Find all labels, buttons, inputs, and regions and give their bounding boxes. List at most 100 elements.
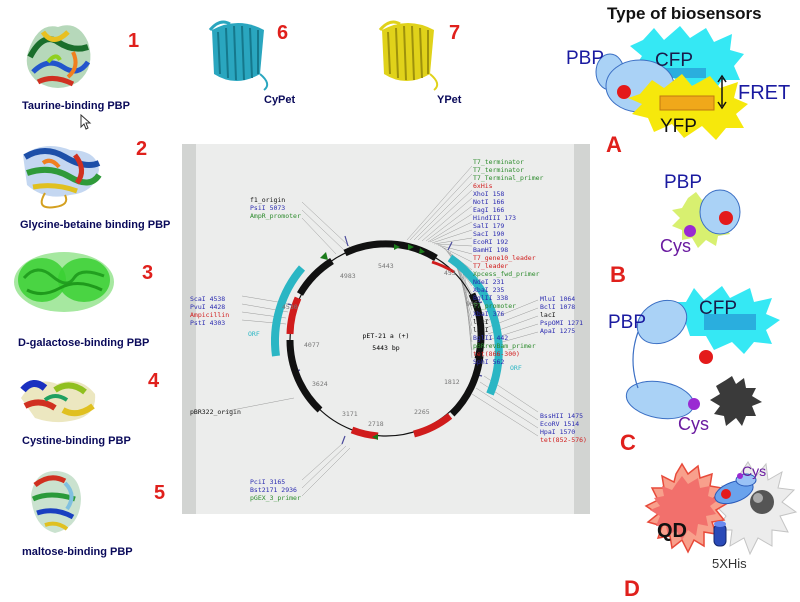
protein-ribbon-rainbow-icon <box>23 146 102 209</box>
biosensor-b-letter: B <box>610 262 626 287</box>
protein-ribbon-rainbow-icon <box>31 470 81 533</box>
cys-label: Cys <box>660 236 691 256</box>
position-label: 453 <box>444 269 456 277</box>
feature-label: T7_terminator <box>473 158 524 166</box>
biosensor-b-diagram <box>672 189 741 248</box>
biosensor-c-diagram <box>625 286 780 426</box>
feature-label: XhoI 158 <box>473 190 504 198</box>
protein-7-number: 7 <box>449 22 461 44</box>
position-label: 4077 <box>304 341 320 349</box>
feature-label: HindIII 173 <box>473 214 516 222</box>
position-label: 3171 <box>342 410 358 418</box>
feature-label: ApaI 1275 <box>540 327 575 335</box>
black-burst <box>710 376 762 426</box>
feature-label: PciI 3165 <box>250 478 285 486</box>
position-label: 5443 <box>378 262 394 270</box>
protein-7-name: YPet <box>437 94 462 106</box>
qd-label: QD <box>657 520 687 542</box>
protein-6-name: CyPet <box>264 94 296 106</box>
protein-ribbon-rainbow-icon <box>26 25 91 88</box>
feature-label: PstI 4303 <box>190 319 225 327</box>
feature-label: SacI 190 <box>473 230 504 238</box>
orf-label: ORF <box>248 330 260 338</box>
feature-label: NdeI 231 <box>473 278 504 286</box>
plasmid-size: 5443 bp <box>372 344 399 352</box>
feature-label: T7_leader <box>473 262 508 270</box>
biosensor-d-letter: D <box>624 576 640 601</box>
feature-label: XbaI 376 <box>473 310 504 318</box>
feature-label: ScaI 4538 <box>190 295 225 303</box>
biosensors-title: Type of biosensors <box>607 4 762 23</box>
position-label: 2265 <box>414 408 430 416</box>
protein-2-number: 2 <box>136 138 148 160</box>
pbp-label: PBP <box>566 48 605 69</box>
feature-label: BclI 1078 <box>540 303 575 311</box>
feature-label: AmpR_promoter <box>250 212 301 220</box>
protein-5-number: 5 <box>154 482 166 504</box>
feature-label: HpaI 1570 <box>540 428 575 436</box>
mouse-cursor-icon <box>80 114 92 130</box>
protein-3-number: 3 <box>142 262 154 284</box>
protein-2-name: Glycine-betaine binding PBP <box>20 219 171 231</box>
feature-label: EagI 166 <box>473 206 504 214</box>
feature-label: Xpcess_fwd_primer <box>473 270 540 278</box>
protein-3-name: D-galactose-binding PBP <box>18 337 150 349</box>
biosensor-d-diagram <box>644 461 798 556</box>
protein-1-number: 1 <box>128 30 140 52</box>
feature-label: EcoRV 1514 <box>540 420 579 428</box>
protein-1-name: Taurine-binding PBP <box>22 100 130 112</box>
feature-label: lacI <box>473 318 489 326</box>
position-label: 906 <box>466 300 478 308</box>
feature-label: f1_origin <box>250 196 285 204</box>
feature-label: lacI <box>473 326 489 334</box>
position-label: 4530 <box>282 303 298 311</box>
protein-4-number: 4 <box>148 370 160 392</box>
feature-label: T7_terminator <box>473 166 524 174</box>
feature-label: SphI 562 <box>473 358 504 366</box>
pbp-label: PBP <box>664 172 703 193</box>
pbp-label: PBP <box>608 312 647 333</box>
protein-5-name: maltose-binding PBP <box>22 546 133 558</box>
his-tag-label: 5XHis <box>712 556 747 571</box>
protein-6-number: 6 <box>277 22 289 44</box>
feature-label: T7_Terminal_primer <box>473 174 544 182</box>
feature-label: lacI <box>540 311 556 319</box>
feature-label: 6xHis <box>473 182 493 190</box>
plasmid-map: pET-21 a (+) 5443 bp 5443 453 906 1812 2… <box>182 144 590 514</box>
protein-4-name: Cystine-binding PBP <box>22 435 131 447</box>
biosensor-a-letter: A <box>606 132 622 157</box>
feature-label: XbaI 235 <box>473 286 504 294</box>
protein-ribbon-rainbow-icon <box>20 380 96 423</box>
feature-label: SalI 179 <box>473 222 504 230</box>
feature-label: Bst2171 2936 <box>250 486 297 494</box>
feature-label: Ampicillin <box>190 311 229 319</box>
protein-surface-green-icon <box>14 252 114 312</box>
biosensor-a-diagram <box>595 26 748 140</box>
feature-label: tet(866-300) <box>473 350 520 358</box>
feature-label: tet(852-576) <box>540 436 587 444</box>
feature-label: PspOMI 1271 <box>540 319 583 327</box>
beta-barrel-yellow-icon <box>378 20 439 91</box>
feature-label: T7_gene10_leader <box>473 254 536 262</box>
fret-label: FRET <box>738 82 791 104</box>
feature-labels-top-right: T7_terminator T7_terminator T7_Terminal_… <box>473 158 544 366</box>
orf-label: ORF <box>510 364 522 372</box>
biosensor-c-letter: C <box>620 430 636 455</box>
beta-barrel-cyan-icon <box>208 20 269 91</box>
cys-label: Cys <box>742 463 767 479</box>
feature-label: BssHII 1475 <box>540 412 583 420</box>
feature-label: BamHI 198 <box>473 246 508 254</box>
cfp-label: CFP <box>655 50 693 71</box>
position-label: 2718 <box>368 420 384 428</box>
feature-label: BglII 442 <box>473 334 508 342</box>
feature-label: pBR322_origin <box>190 408 241 416</box>
position-label: 1812 <box>444 378 460 386</box>
feature-label: EcoRI 192 <box>473 238 508 246</box>
feature-label: BglII 338 <box>473 294 508 302</box>
position-label: 4983 <box>340 272 356 280</box>
feature-label: pBRrevBam_primer <box>473 342 536 350</box>
feature-label: NotI 166 <box>473 198 504 206</box>
feature-label: MluI 1064 <box>540 295 575 303</box>
feature-label: PsiI 5073 <box>250 204 285 212</box>
cys-label: Cys <box>678 414 709 434</box>
